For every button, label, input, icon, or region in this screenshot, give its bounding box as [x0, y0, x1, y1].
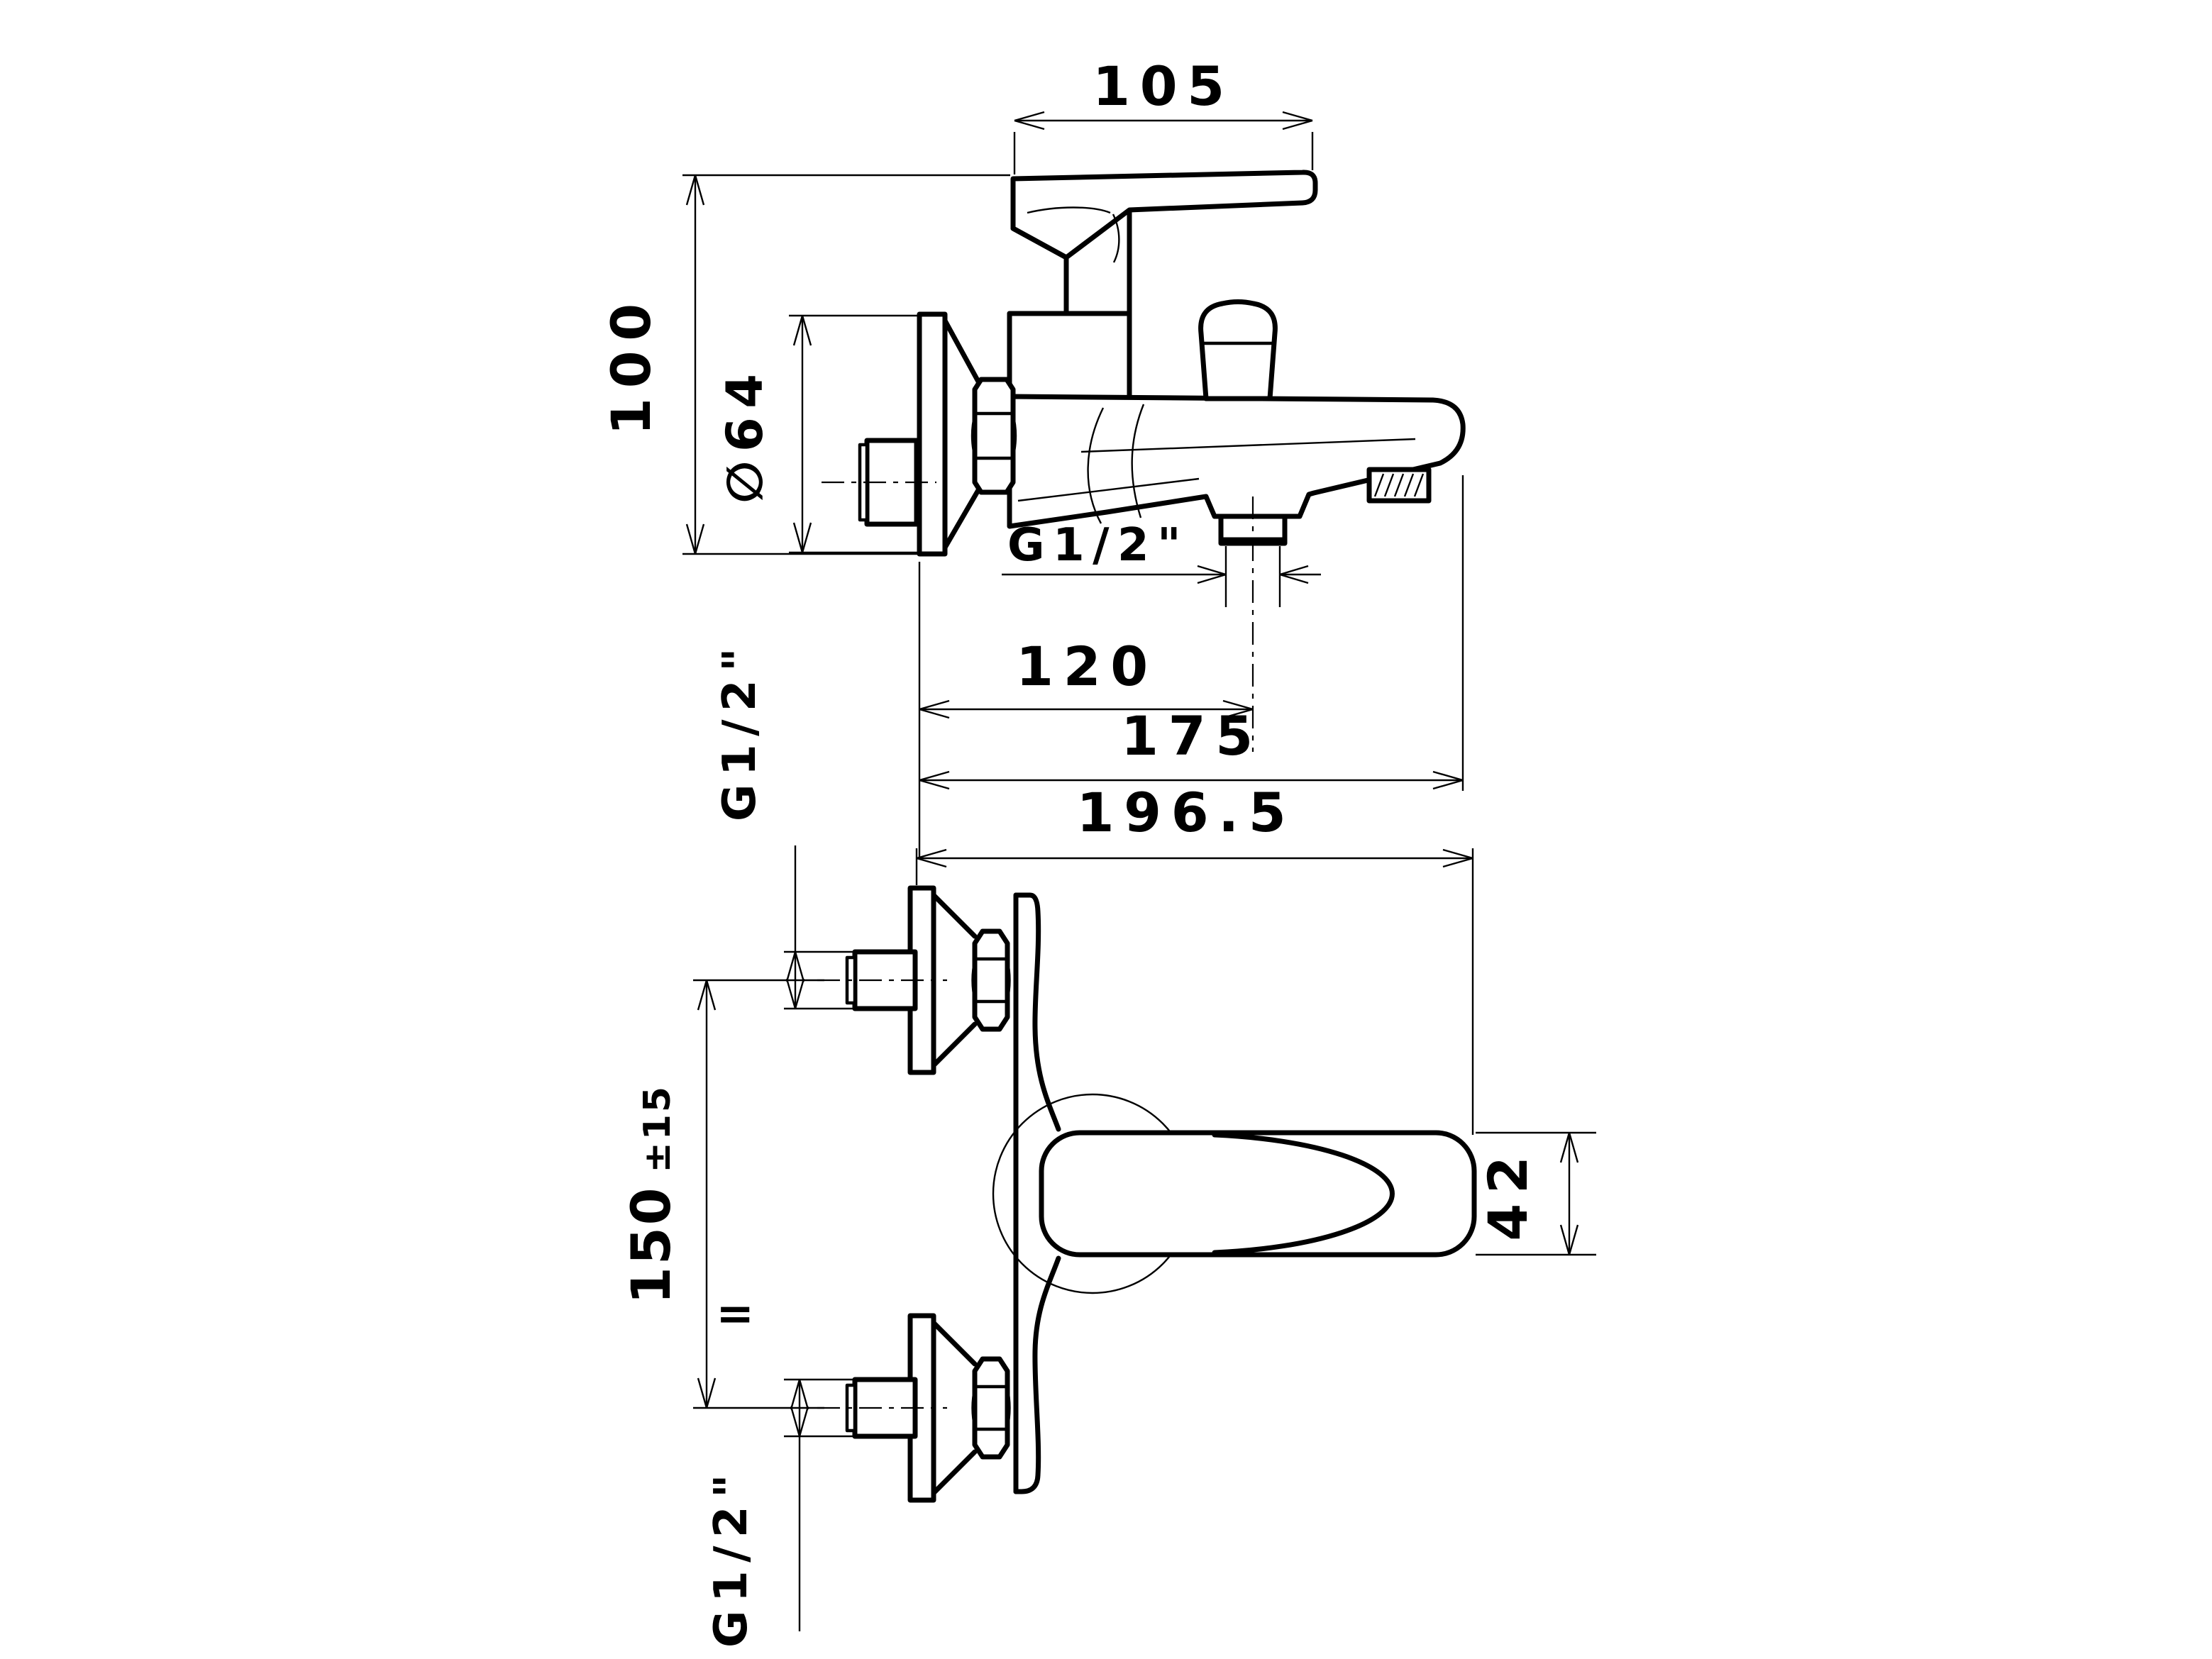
extension-lines — [1013, 132, 1314, 174]
dim-arrows — [685, 174, 705, 555]
dim-inlet-thread-top: G1/2" — [714, 640, 856, 1010]
dim-label-105: 105 — [1093, 55, 1234, 118]
lever-outline — [1010, 170, 1318, 260]
hex-nut-facet-arcs — [970, 413, 1017, 459]
extension-lines — [784, 1378, 856, 1438]
front-view: 196.5 150±15 — [619, 640, 1596, 1648]
hex-nut-facets — [973, 411, 1015, 460]
dim-flange-diameter: ∅64 — [716, 314, 918, 554]
leader-arrows — [1197, 565, 1309, 584]
body-pocket-arc-2 — [1131, 404, 1145, 518]
body-pocket-arc-1 — [1087, 407, 1105, 524]
dim-150-tolerance: ±15 — [636, 1084, 679, 1173]
handle-front — [1039, 1130, 1477, 1258]
dim-label-150: 150±15 — [619, 1084, 682, 1304]
inlet-connection-top — [817, 885, 1011, 1075]
hex-nut-bottom-arcs — [971, 1386, 1011, 1430]
handle-grip-arc — [1212, 1132, 1395, 1255]
escutcheon-cone-top — [931, 892, 978, 1068]
extension-lines — [789, 314, 918, 554]
extension-lines — [693, 979, 824, 1409]
dim-arrows — [1014, 111, 1313, 131]
hex-nut-bottom — [972, 1356, 1010, 1460]
dim-label-g12-bottom: G1/2" — [705, 1466, 758, 1648]
hex-nut-bottom-facets — [973, 1385, 1010, 1431]
dim-inlet-spacing: 150±15 — [619, 979, 824, 1409]
dim-label-100: 100 — [599, 294, 663, 435]
dim-arrows — [792, 315, 812, 553]
dim-handle-length: 105 — [1013, 55, 1314, 174]
dim-150-value: 150 — [619, 1186, 682, 1304]
hex-nut-top-arcs — [971, 958, 1011, 1002]
dim-overall-height: 100 — [599, 174, 1010, 555]
dim-arrows — [919, 699, 1254, 719]
dim-label-g12-top: G1/2" — [714, 640, 766, 821]
escutcheon-cone-bottom — [931, 1320, 978, 1496]
dim-label-42: 42 — [1476, 1146, 1539, 1241]
escutcheon-cone — [942, 318, 981, 550]
equal-spacing-mark: = — [716, 1288, 762, 1341]
extension-lines — [1476, 1131, 1596, 1256]
dim-handle-width: 42 — [1476, 1131, 1596, 1256]
spout-underside-edge — [1017, 477, 1200, 502]
side-view: 105 100 ∅64 — [599, 55, 1466, 858]
dim-label-d64: ∅64 — [716, 365, 774, 503]
wall-flange-plate — [917, 311, 948, 557]
extension-lines — [915, 848, 1474, 1135]
knob-outline — [1198, 299, 1278, 401]
hex-nut-top-facets — [973, 957, 1010, 1004]
dim-arrows — [790, 1379, 809, 1437]
spout — [1007, 394, 1466, 529]
extension-lines — [682, 174, 1010, 555]
body-right-lower — [1013, 1255, 1061, 1494]
spout-aerator — [1366, 467, 1432, 504]
dim-wall-to-spout: 175 — [919, 475, 1464, 791]
hex-nut-top — [972, 928, 1010, 1032]
inlet-connection-bottom — [817, 1313, 1011, 1503]
dim-arrows — [785, 951, 805, 1009]
wall-connection — [822, 311, 1017, 557]
dim-inlet-thread-bottom: G1/2" = — [705, 1288, 856, 1648]
lever-diagonal — [1010, 226, 1069, 260]
dim-label-1965: 196.5 — [1077, 781, 1296, 844]
dim-wall-to-outlet: 120 — [918, 562, 1254, 858]
handle-outline — [1039, 1130, 1477, 1258]
mixer-body — [1013, 892, 1061, 1494]
dim-arrows — [1559, 1132, 1579, 1255]
body-right-upper — [1013, 892, 1061, 1132]
lever-inner-curve — [1027, 206, 1111, 214]
dim-overall-length: 196.5 — [915, 781, 1474, 1135]
spout-inner-edge — [1080, 438, 1416, 453]
outlet-thread-lines — [1224, 546, 1281, 607]
dim-outlet-thread: G1/2" — [1002, 519, 1321, 584]
dim-label-120: 120 — [1016, 635, 1158, 698]
dim-arrows — [919, 770, 1464, 790]
dim-arrows — [697, 980, 717, 1409]
aerator-hatch — [1373, 473, 1425, 497]
handle-lever — [1010, 170, 1318, 263]
dim-label-g12: G1/2" — [1007, 519, 1189, 572]
dim-arrows — [916, 848, 1473, 868]
hex-nut — [972, 377, 1016, 495]
shower-outlet — [1218, 496, 1288, 752]
dim-label-175: 175 — [1121, 704, 1263, 767]
lever-inner-arc — [1112, 213, 1120, 263]
diverter-knob — [1198, 299, 1278, 401]
